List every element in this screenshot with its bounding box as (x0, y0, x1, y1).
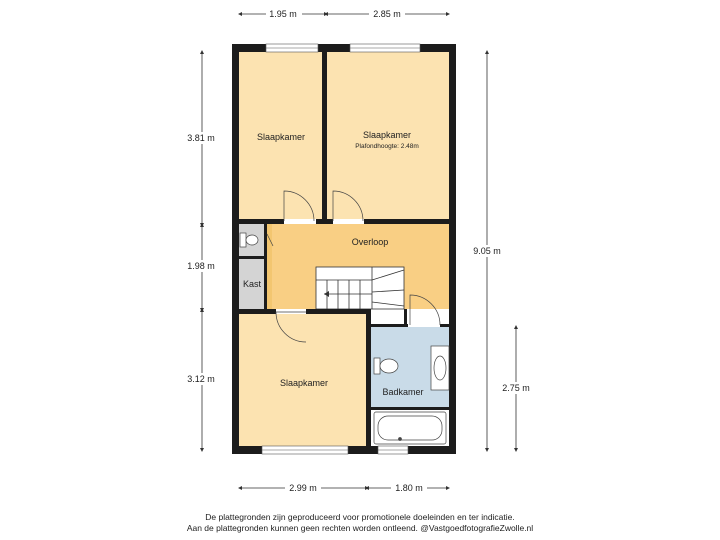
room-label-bathroom: Badkamer (382, 387, 423, 397)
bathtub-icon (373, 411, 447, 445)
dim-right-bottom: 2.75 m (502, 383, 530, 393)
dim-top-left: 1.95 m (269, 9, 297, 19)
door-bathroom (409, 294, 441, 326)
dim-left-bottom: 3.12 m (187, 374, 215, 384)
fixtures (239, 232, 450, 445)
dim-bottom-right: 1.80 m (395, 483, 423, 493)
staircase (315, 266, 405, 310)
footer-disclaimer-line-1: De plattegronden zijn geproduceerd voor … (205, 512, 515, 522)
room-label-closet: Kast (243, 279, 262, 289)
room-labels: Slaapkamer Slaapkamer Plafondhoogte: 2.4… (243, 130, 424, 397)
sink-icon (430, 345, 450, 391)
room-label-bedroom-bottom: Slaapkamer (280, 378, 328, 388)
dim-bottom-left: 2.99 m (289, 483, 317, 493)
doors (266, 190, 441, 343)
dim-top-right: 2.85 m (373, 9, 401, 19)
dimension-labels: 1.95 m 2.85 m 2.99 m 1.80 m 3.81 m 1.98 … (184, 8, 534, 494)
dim-left-middle: 1.98 m (187, 261, 215, 271)
door-bedroom-top-right (332, 190, 364, 222)
door-closet (266, 233, 274, 247)
bedroom-top-left-fill (239, 52, 323, 219)
dim-right-total: 9.05 m (473, 246, 501, 256)
utility-fill (371, 312, 404, 324)
footer-disclaimer-line-2: Aan de plattegronden kunnen geen rechten… (186, 523, 534, 533)
bedroom-top-right-fill (327, 52, 449, 219)
closet-fill (239, 259, 264, 309)
door-bedroom-top-left (283, 190, 315, 222)
room-label-landing: Overloop (352, 237, 389, 247)
dim-left-top: 3.81 m (187, 133, 215, 143)
windows (261, 43, 421, 455)
room-label-bedroom-top-right: Slaapkamer (363, 130, 411, 140)
bathroom-toilet-icon (373, 357, 399, 375)
room-label-bedroom-top-left: Slaapkamer (257, 132, 305, 142)
landing-left-fill (266, 224, 272, 309)
ceiling-height-label: Plafondhoogte: 2.48m (355, 143, 419, 150)
toilet-icon (239, 232, 259, 248)
bedroom-bottom-fill (239, 314, 366, 446)
door-bedroom-bottom (275, 311, 307, 343)
